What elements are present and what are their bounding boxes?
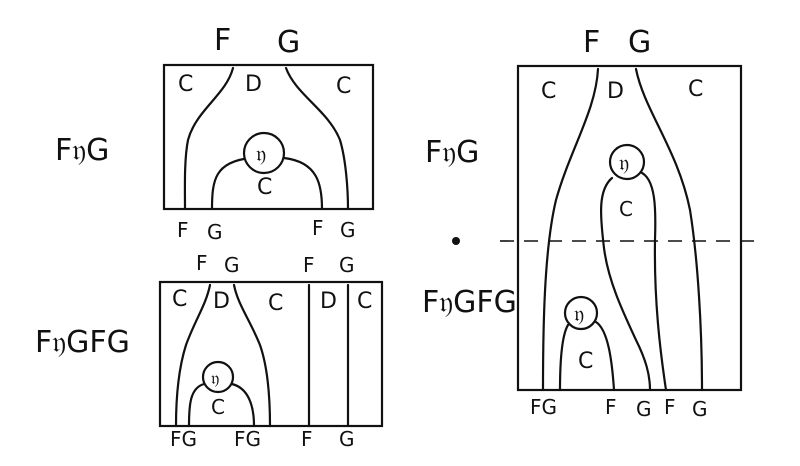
diagram-b-top-f2: F: [303, 253, 315, 277]
diagram-b-eta-node: [201, 360, 235, 394]
diagram-a-bottom-g1: G: [207, 220, 223, 244]
diagram-a-wire-f-inner: [282, 156, 324, 211]
diagram-c-wire-g-continued: [602, 246, 652, 392]
diagram-c-wire-f-top-node: [638, 170, 668, 392]
diagram-a-node-region: C: [257, 175, 272, 200]
diagram-b-top-g1: G: [224, 253, 240, 277]
diagram-c-eta-label-top: 𝔶: [619, 151, 629, 176]
diagram-b-region-c3: C: [357, 289, 372, 314]
diagram-c-eta-label-bottom: 𝔶: [574, 302, 584, 327]
diagram-c-node-bottom-region: C: [578, 349, 593, 374]
diagram-b-side-label: F𝔶GFG: [35, 325, 130, 360]
diagram-a-top-g: G: [277, 25, 300, 60]
diagram-c-bottom-f2: F: [664, 395, 676, 419]
diagram-a-eta-node: [242, 131, 286, 175]
diagram-b-node-region: C: [211, 395, 225, 419]
diagram-c-wire-f-bottom-node: [558, 323, 570, 392]
diagram-a-bottom-g2: G: [340, 218, 356, 242]
diagram-b-region-c1: C: [172, 287, 187, 312]
diagram-b-wire-f-left: [174, 283, 212, 428]
diagram-c-region-right: C: [688, 77, 703, 102]
diagram-c-region-mid: D: [607, 79, 624, 104]
diagram-a-wire-g-inner: [210, 156, 252, 211]
diagram-c-bottom-fg: FG: [530, 395, 557, 419]
diagram-a-eta-label: 𝔶: [256, 142, 266, 167]
diagram-c-top-g: G: [628, 25, 651, 60]
diagram-a-wire-g-right: [284, 66, 350, 211]
diagram-c-wire-f-outer: [541, 67, 600, 392]
diagram-b-wire-g-inner: [187, 382, 206, 428]
diagram-b-region-d1: D: [213, 289, 230, 314]
diagram-b-top-g2: G: [339, 253, 355, 277]
diagram-b: F𝔶GFG F G F G 𝔶 C D C D C C FG FG F G: [35, 251, 384, 451]
diagram-b-wire-f-inner: [230, 382, 256, 428]
diagram-c-frame: [516, 64, 743, 392]
diagram-a-region-left: C: [178, 72, 193, 97]
diagram-a-bottom-f1: F: [177, 218, 189, 242]
diagram-b-bottom-fg2: FG: [234, 427, 261, 451]
diagram-c-top-f: F: [583, 25, 600, 60]
diagram-b-region-c2: C: [268, 291, 283, 316]
diagram-a-top-f: F: [214, 23, 231, 58]
diagram-c-point-marker: [452, 237, 460, 245]
diagram-b-top-f1: F: [196, 251, 208, 275]
diagram-a-region-right: C: [336, 74, 351, 99]
diagram-a-wire-f-left: [183, 66, 235, 211]
diagram-b-bottom-fg1: FG: [170, 427, 197, 451]
diagram-c-side-label-top: F𝔶G: [425, 135, 479, 170]
diagram-b-bottom-g: G: [339, 427, 355, 451]
diagram-c-bottom-g1: G: [636, 397, 652, 421]
diagram-a-region-mid: D: [245, 72, 262, 97]
diagram-c-wire-g-top-node: [599, 176, 614, 250]
diagram-b-region-d2: D: [320, 289, 337, 314]
diagram-c-eta-node-bottom: [563, 295, 599, 331]
diagram-a: F𝔶G F G 𝔶 C D C C F G F G: [55, 23, 375, 244]
diagram-c-eta-node-top: [608, 143, 646, 181]
diagram-c-wire-g-outer: [634, 67, 704, 392]
diagram-b-eta-label: 𝔶: [211, 368, 219, 389]
diagram-c-node-top-region: C: [619, 197, 633, 221]
diagram-b-bottom-f: F: [301, 427, 313, 451]
diagram-c-side-label-bottom: F𝔶GFG: [422, 285, 517, 320]
diagram-c: F𝔶G F𝔶GFG F G 𝔶 𝔶 C D C C C FG F G F G: [422, 25, 762, 421]
diagram-c-bottom-f1: F: [605, 395, 617, 419]
diagram-c-region-left: C: [541, 79, 556, 104]
diagram-c-wire-g-bottom-node: [594, 320, 616, 392]
diagram-a-frame: [162, 63, 375, 211]
diagram-c-bottom-g2: G: [692, 397, 708, 421]
diagram-a-side-label: F𝔶G: [55, 133, 109, 168]
diagram-b-wire-g-right: [232, 283, 272, 428]
diagram-a-bottom-f2: F: [312, 216, 324, 240]
